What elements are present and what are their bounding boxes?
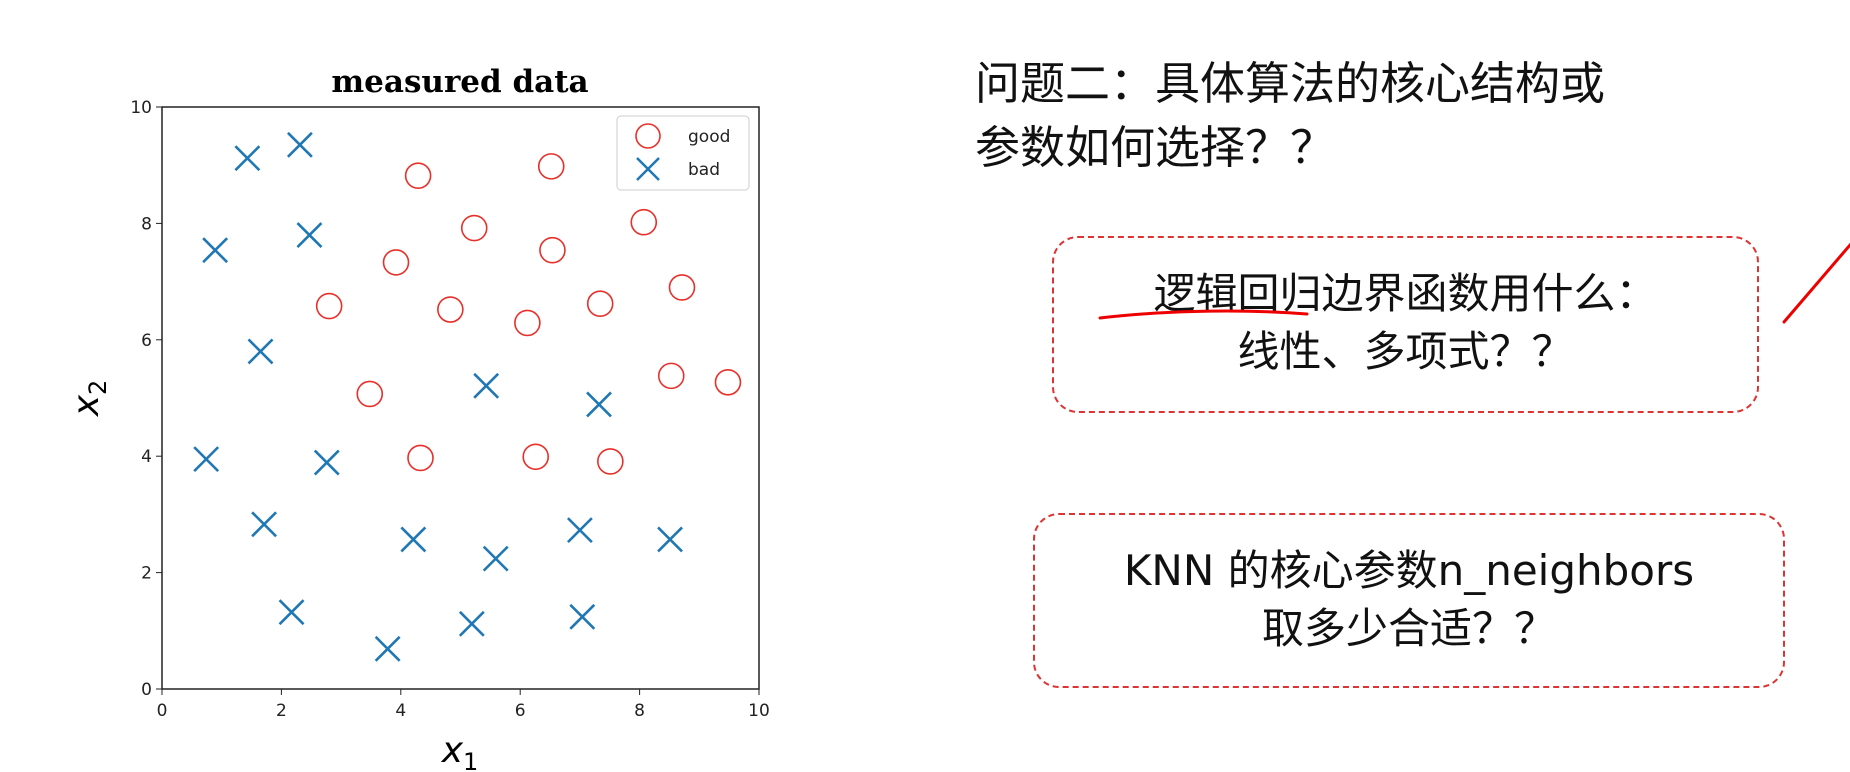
- point-good: [460, 214, 488, 242]
- point-bad: [458, 610, 485, 637]
- point-good: [522, 443, 550, 471]
- scatter-plot: measured data 0 2 4 6 8 10 0 2 4 6 8 10 good bad x1…: [66, 64, 770, 772]
- question-heading: 问题二：具体算法的核心结构或 参数如何选择？？: [975, 52, 1605, 180]
- question-line-2: 参数如何选择？？: [975, 121, 1336, 174]
- point-bad: [193, 446, 220, 473]
- x-axis-label: x1: [441, 730, 479, 772]
- legend-bad-marker-icon: [636, 157, 660, 181]
- point-good: [668, 274, 696, 301]
- point-bad: [202, 237, 229, 264]
- point-bad: [569, 603, 596, 630]
- y-tick-label: 6: [141, 331, 152, 351]
- knn-box: KNN 的核心参数n_neighbors 取多少合适？？: [1033, 513, 1785, 688]
- x-tick-label: 10: [748, 701, 770, 721]
- point-good: [404, 162, 432, 189]
- y-tick-label: 8: [141, 214, 152, 234]
- question-line-1: 问题二：具体算法的核心结构或: [975, 57, 1606, 110]
- box2-line1: KNN 的核心参数n_neighbors: [1123, 546, 1695, 595]
- point-bad: [482, 545, 509, 572]
- point-bad: [566, 517, 593, 544]
- point-bad: [296, 222, 323, 248]
- point-good: [407, 444, 434, 472]
- y-tick-label: 2: [141, 564, 152, 584]
- point-good: [382, 249, 410, 276]
- box2-line2: 取多少合适？？: [1261, 604, 1556, 653]
- legend: good bad: [616, 115, 750, 191]
- underlined-term: 逻辑回归: [1153, 269, 1322, 318]
- x-tick-label: 2: [276, 701, 287, 721]
- point-bad: [313, 449, 340, 476]
- point-bad: [247, 338, 274, 365]
- point-bad: [286, 131, 313, 158]
- point-bad: [234, 145, 261, 172]
- point-bad: [586, 391, 612, 418]
- point-good: [657, 362, 685, 390]
- legend-good-label: good: [688, 127, 730, 147]
- red-pen-stroke: [1782, 242, 1850, 324]
- point-bad: [251, 511, 278, 538]
- logistic-regression-box: 逻辑回归边界函数用什么： 线性、多项式？？: [1052, 236, 1759, 413]
- point-good: [597, 448, 624, 475]
- point-good: [714, 368, 742, 396]
- point-good: [514, 309, 541, 337]
- point-good: [630, 208, 658, 236]
- point-bad: [657, 526, 683, 553]
- box1-line2: 线性、多项式？？: [1237, 327, 1574, 376]
- point-good: [356, 380, 384, 408]
- y-tick-label: 0: [141, 680, 152, 700]
- point-good: [537, 153, 565, 180]
- point-bad: [278, 599, 305, 626]
- point-bad: [473, 372, 500, 399]
- legend-bad-label: bad: [688, 160, 720, 180]
- point-good: [315, 292, 343, 320]
- point-good: [539, 236, 566, 264]
- x-tick-label: 4: [395, 701, 406, 721]
- point-good: [586, 290, 614, 318]
- x-tick-label: 8: [634, 701, 645, 721]
- plot-frame: [161, 106, 760, 690]
- y-axis-label: x2: [66, 380, 112, 418]
- point-bad: [374, 635, 401, 662]
- point-good: [437, 296, 464, 323]
- point-bad: [400, 526, 427, 553]
- chart-title: measured data: [331, 64, 588, 100]
- x-tick-label: 6: [515, 701, 526, 721]
- x-tick-label: 0: [157, 701, 168, 721]
- box1-line1-text: 边界函数用什么：: [1321, 269, 1658, 318]
- y-tick-label: 4: [141, 447, 152, 467]
- y-tick-label: 10: [130, 98, 152, 118]
- legend-good-marker-icon: [635, 123, 661, 149]
